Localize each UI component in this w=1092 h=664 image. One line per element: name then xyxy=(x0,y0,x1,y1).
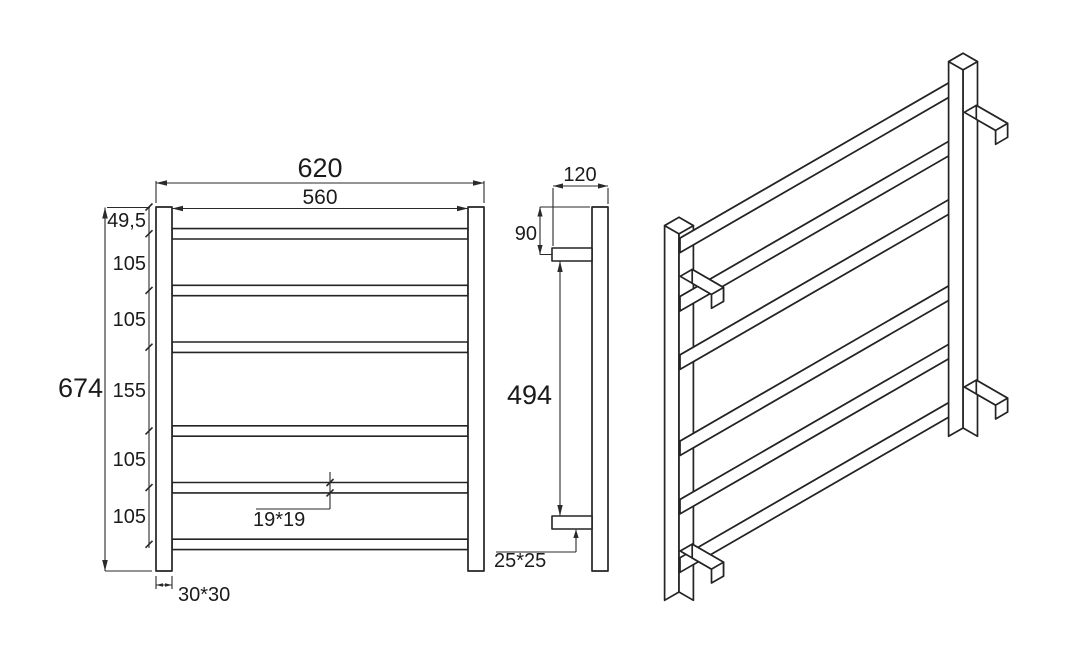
front-rungs xyxy=(171,227,469,551)
isometric-view xyxy=(663,52,1009,602)
dim-spacing-3-label: 155 xyxy=(113,380,146,402)
iso-rungs xyxy=(679,81,963,574)
dim-overall-width-label: 620 xyxy=(297,153,342,183)
front-rung-5 xyxy=(171,481,469,494)
front-rung-6 xyxy=(171,538,469,551)
dim-spacing-1-label: 105 xyxy=(113,253,146,275)
front-view: 620 560 674 49,5 105 105 xyxy=(58,153,485,606)
iso-right-bottom-bracket xyxy=(963,379,1009,420)
dim-spacing-5-label: 105 xyxy=(113,506,146,528)
dim-spacing-top-label: 49,5 xyxy=(107,210,146,232)
side-post xyxy=(591,206,609,572)
front-left-post xyxy=(155,206,173,572)
dim-overall-height: 674 xyxy=(58,206,152,572)
dim-overall-width: 620 xyxy=(155,153,485,203)
iso-rung-1 xyxy=(679,81,963,254)
dim-rail-length: 560 xyxy=(172,186,468,212)
dim-rail-length-label: 560 xyxy=(302,186,337,209)
iso-right-top-bracket xyxy=(963,104,1009,146)
iso-left-top-bracket xyxy=(679,268,725,310)
front-right-post xyxy=(467,206,485,572)
dim-rung-spacing-chain: 49,5 105 105 155 105 105 xyxy=(107,202,154,549)
front-rung-3 xyxy=(171,341,469,354)
iso-left-bottom-bracket xyxy=(679,543,725,584)
dim-depth-label: 120 xyxy=(563,164,596,186)
dim-bracket-section: 25*25 xyxy=(494,529,579,572)
dim-bracket-spacing-label: 494 xyxy=(507,380,552,410)
dim-depth: 120 xyxy=(552,164,609,246)
front-rung-1 xyxy=(171,227,469,240)
iso-rung-3 xyxy=(679,198,963,371)
dim-spacing-2-label: 105 xyxy=(113,309,146,331)
side-view: 120 90 494 25*25 xyxy=(494,164,609,572)
side-bottom-bracket xyxy=(551,515,593,530)
dim-spacing-4-label: 105 xyxy=(113,449,146,471)
side-top-bracket xyxy=(551,247,593,262)
dim-bracket-offset-label: 90 xyxy=(515,223,537,245)
dim-post-section-label: 30*30 xyxy=(178,584,230,606)
dim-bracket-spacing: 494 xyxy=(507,261,563,516)
front-rung-4 xyxy=(171,424,469,437)
dim-rung-section-label: 19*19 xyxy=(253,509,305,531)
dim-rung-section: 19*19 xyxy=(253,472,335,531)
dim-overall-height-label: 674 xyxy=(58,373,103,403)
dim-bracket-section-label: 25*25 xyxy=(494,550,546,572)
iso-right-post xyxy=(947,52,979,438)
front-rung-2 xyxy=(171,284,469,297)
dim-post-section: 30*30 xyxy=(155,576,230,606)
dim-bracket-offset: 90 xyxy=(515,206,590,256)
